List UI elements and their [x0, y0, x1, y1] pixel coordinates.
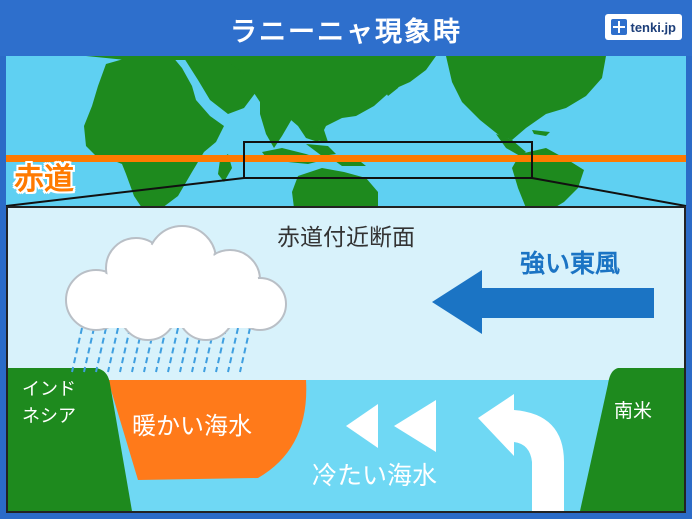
rain-streaks: [71, 327, 251, 373]
page-title: ラニーニャ現象時: [230, 17, 462, 48]
flow-chevron-1: [346, 404, 378, 448]
zoom-box: [243, 141, 533, 179]
tenki-logo-text: tenki.jp: [630, 19, 676, 35]
indonesia-land: [8, 368, 132, 511]
north-america-landmass: [446, 56, 606, 140]
world-map: 赤道: [6, 56, 686, 208]
upwelling-arrow: [478, 394, 564, 511]
wind-label: 強い東風: [520, 249, 621, 278]
cross-section-svg: [8, 225, 684, 511]
japan-landmass: [382, 66, 406, 96]
world-map-svg: [6, 56, 686, 208]
cross-section: 赤道付近断面 強い東風 インド ネシア 暖かい海水 冷たい海水 南米: [6, 206, 686, 513]
rain-cloud-fill: [68, 228, 284, 338]
africa-landmass: [84, 56, 224, 208]
title-bar: ラニーニャ現象時 tenki.jp: [0, 0, 692, 56]
cold-water-label: 冷たい海水: [312, 461, 438, 490]
warm-water-label: 暖かい海水: [132, 412, 252, 440]
australia-landmass: [292, 168, 378, 208]
equator-line: [6, 155, 686, 162]
central-america-landmass: [496, 134, 526, 156]
warm-water-area: [108, 380, 307, 480]
india-landmass: [260, 92, 296, 148]
south-america-land: [580, 368, 684, 511]
arabia-landmass: [184, 56, 256, 114]
indonesia-label: インド ネシア: [22, 379, 76, 427]
tenki-logo: tenki.jp: [605, 14, 682, 40]
tenki-logo-icon: [611, 19, 628, 35]
caribbean-islands: [532, 130, 550, 136]
flow-chevron-2: [394, 400, 436, 452]
south-america-label: 南米: [614, 400, 653, 422]
cross-section-title: 赤道付近断面: [277, 225, 415, 251]
equator-label: 赤道: [14, 162, 74, 197]
wind-arrow: [432, 270, 654, 334]
